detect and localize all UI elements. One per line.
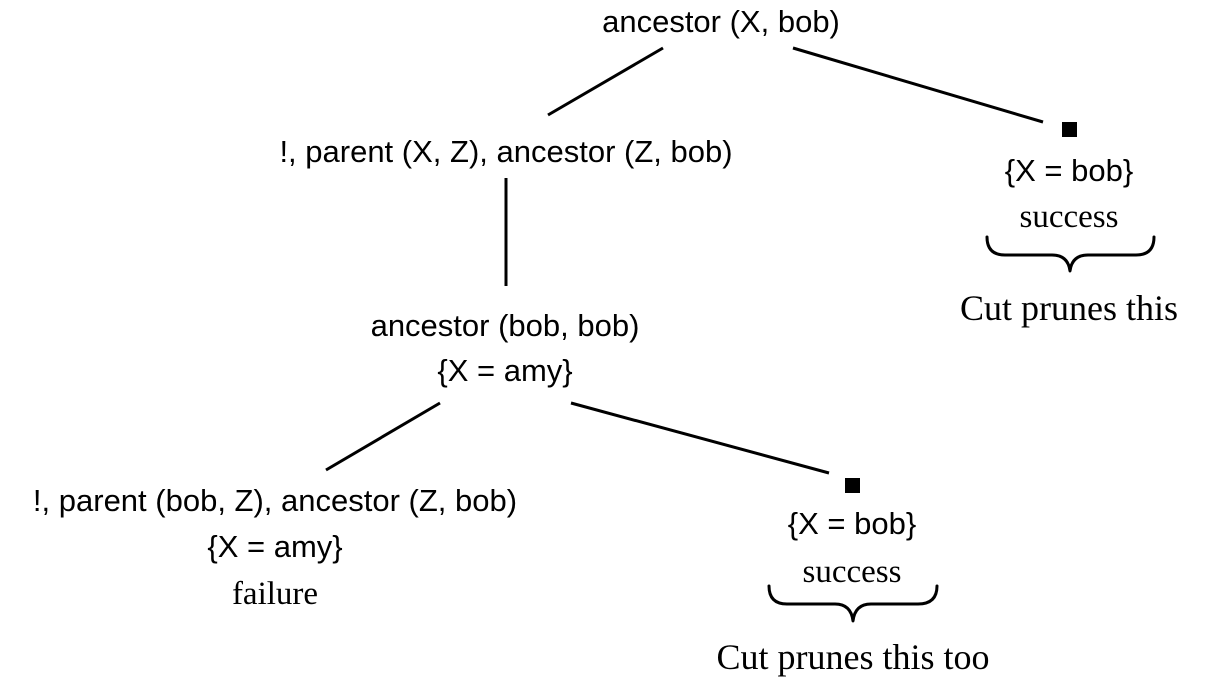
right-note: Cut prunes this — [960, 288, 1178, 328]
bottom-left-binding: {X = amy} — [207, 529, 342, 564]
edge-root-to-left — [547, 46, 664, 117]
left-goal: !, parent (X, Z), ancestor (Z, bob) — [279, 134, 732, 169]
success-leaf-marker-top — [1062, 122, 1077, 137]
middle-binding: {X = amy} — [437, 353, 572, 388]
right-binding: {X = bob} — [1005, 153, 1133, 188]
middle-goal: ancestor (bob, bob) — [371, 308, 640, 343]
bottom-right-status: success — [803, 554, 902, 590]
edge-root-to-right — [792, 46, 1044, 124]
bottom-right-binding: {X = bob} — [788, 506, 916, 541]
bottom-left-status: failure — [232, 576, 318, 612]
success-leaf-marker-bottom — [845, 478, 860, 493]
root-goal: ancestor (X, bob) — [602, 4, 840, 39]
edge-middle-to-bottom-left — [325, 401, 441, 472]
brace-top-right — [985, 235, 1156, 273]
edge-middle-to-bottom-right — [570, 401, 830, 475]
bottom-left-goal: !, parent (bob, Z), ancestor (Z, bob) — [33, 483, 517, 518]
brace-bottom-right — [767, 584, 939, 623]
right-status: success — [1020, 199, 1119, 235]
bottom-right-note: Cut prunes this too — [716, 637, 989, 677]
